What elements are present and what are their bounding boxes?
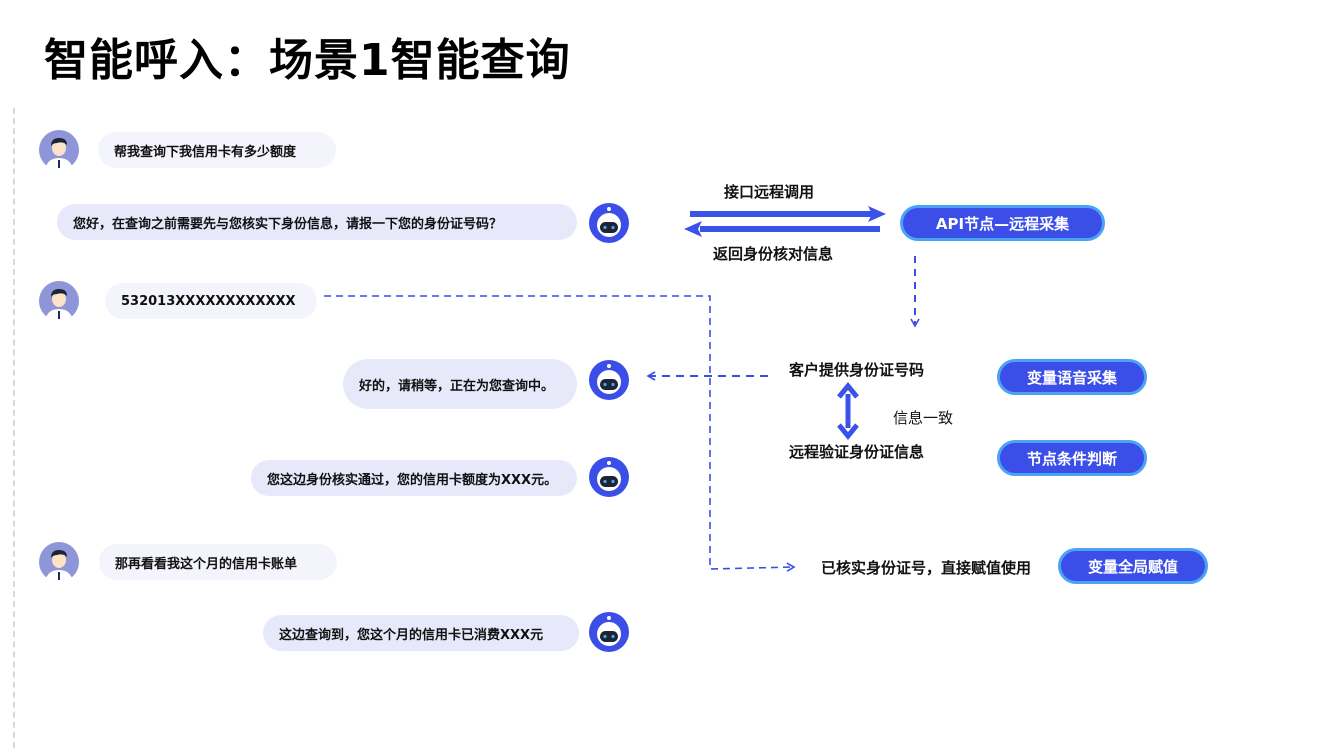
api-return-arrow — [684, 221, 880, 237]
voice-collect-node-pill: 变量语音采集 — [997, 359, 1147, 395]
robot-icon — [589, 203, 629, 243]
user-message-bubble: 那再看看我这个月的信用卡账单 — [99, 544, 337, 580]
condition-node-pill: 节点条件判断 — [997, 440, 1147, 476]
user-avatar-icon — [39, 542, 79, 582]
robot-icon — [589, 612, 629, 652]
api-return-label: 返回身份核对信息 — [713, 245, 834, 263]
user-message-bubble: 532013XXXXXXXXXXXX — [105, 283, 317, 319]
bot-message-bubble: 您这边身份核实通过，您的信用卡额度为XXX元。 — [251, 460, 577, 496]
left-dashed-divider — [13, 108, 15, 748]
api-node-pill: API节点—远程采集 — [900, 205, 1105, 241]
verified-assign-label: 已核实身份证号，直接赋值使用 — [821, 559, 1032, 577]
bot-message-bubble: 您好，在查询之前需要先与您核实下身份信息，请报一下您的身份证号码？ — [57, 204, 577, 240]
bot-message-bubble: 好的，请稍等，正在为您查询中。 — [343, 359, 577, 409]
id-to-assign-dashed-connector — [324, 295, 796, 572]
global-assign-node-pill: 变量全局赋值 — [1058, 548, 1208, 584]
user-message-bubble: 帮我查询下我信用卡有多少额度 — [98, 132, 336, 168]
consistency-double-arrow — [837, 382, 859, 440]
customer-provides-id-label: 客户提供身份证号码 — [789, 361, 925, 379]
api-call-arrow — [690, 206, 886, 222]
robot-icon — [589, 360, 629, 400]
user-avatar-icon — [39, 130, 79, 170]
remote-verify-label: 远程验证身份证信息 — [789, 443, 925, 461]
robot-icon — [589, 457, 629, 497]
page-title: 智能呼入：场景1智能查询 — [44, 35, 571, 86]
api-call-label: 接口远程调用 — [724, 183, 815, 201]
info-consistent-label: 信息一致 — [893, 409, 954, 427]
bot-message-bubble: 这边查询到，您这个月的信用卡已消费XXX元 — [263, 615, 579, 651]
user-avatar-icon — [39, 281, 79, 321]
